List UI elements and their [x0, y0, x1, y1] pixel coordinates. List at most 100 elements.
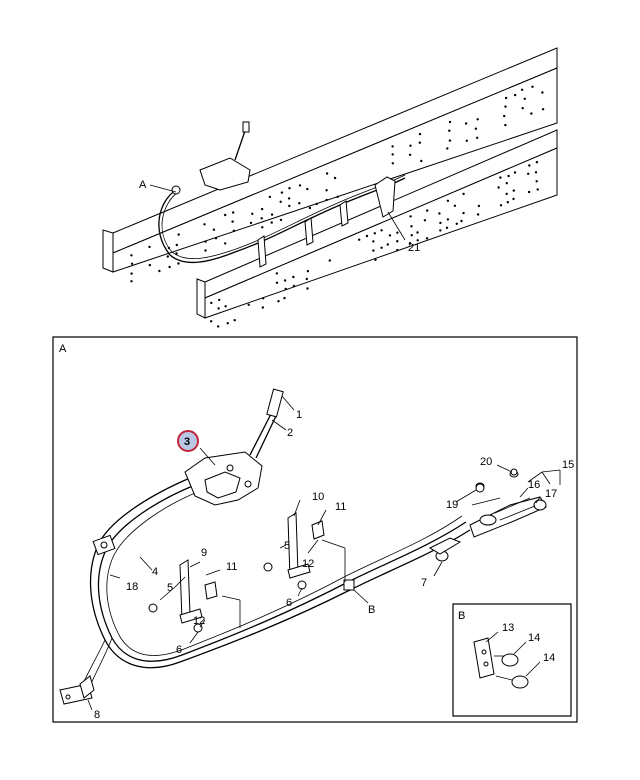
frame-hole	[389, 234, 391, 236]
frame-hole	[512, 198, 514, 200]
frame-hole	[514, 94, 516, 96]
bracket-8	[60, 676, 94, 704]
frame-hole	[447, 218, 449, 220]
frame-hole	[409, 215, 411, 217]
frame-hole	[476, 137, 478, 139]
frame-hole	[541, 91, 543, 93]
frame-hole	[535, 171, 537, 173]
frame-hole	[396, 249, 398, 251]
frame-hole	[271, 221, 273, 223]
label-20: 20	[480, 456, 492, 468]
frame-hole	[374, 259, 376, 261]
frame-hole	[262, 297, 264, 299]
frame-hole	[506, 182, 508, 184]
label-12a: 12	[193, 615, 205, 627]
frame-hole	[131, 263, 133, 265]
frame-hole	[449, 121, 451, 123]
frame-hole	[374, 232, 376, 234]
label-5b: 5	[284, 540, 290, 552]
frame-hole	[210, 302, 212, 304]
frame-hole	[505, 97, 507, 99]
frame-hole	[250, 222, 252, 224]
frame-hole	[203, 223, 205, 225]
frame-hole	[426, 237, 428, 239]
frame-hole	[271, 213, 273, 215]
frame-hole	[284, 279, 286, 281]
label-16: 16	[528, 479, 540, 491]
frame-hole	[411, 234, 413, 236]
frame-hole	[372, 240, 374, 242]
frame-hole	[210, 320, 212, 322]
frame-hole	[462, 193, 464, 195]
label-5a: 5	[167, 582, 173, 594]
frame-hole	[446, 227, 448, 229]
frame-hole	[233, 230, 235, 232]
frame-hole	[392, 153, 394, 155]
frame-hole	[288, 205, 290, 207]
frame-hole	[306, 287, 308, 289]
frame-hole	[530, 112, 532, 114]
callout-a: A	[139, 179, 147, 191]
label-11b: 11	[335, 501, 346, 513]
frame-hole	[204, 240, 206, 242]
frame-hole	[281, 191, 283, 193]
label-14a: 14	[528, 632, 540, 644]
frame-hole	[527, 173, 529, 175]
bolt-nut-hardware	[476, 469, 517, 492]
frame-hole	[261, 208, 263, 210]
frame-hole	[261, 226, 263, 228]
cable-anchor-clamp	[93, 535, 115, 554]
frame-hole	[449, 139, 451, 141]
frame-hole	[167, 255, 169, 257]
frame-hole	[420, 160, 422, 162]
frame-hole	[337, 196, 339, 198]
label-3[interactable]: 3	[184, 436, 190, 448]
frame-hole	[456, 223, 458, 225]
frame-hole	[158, 270, 160, 272]
cable-clips	[344, 538, 460, 590]
frame-hole	[392, 162, 394, 164]
frame-hole	[168, 266, 170, 268]
frame-hole	[410, 225, 412, 227]
frame-hole	[391, 145, 393, 147]
frame-hole	[218, 299, 220, 301]
bracket-10-assembly	[264, 513, 324, 589]
frame-hole	[396, 232, 398, 234]
frame-hole	[521, 89, 523, 91]
overview-frame: A 21	[103, 48, 557, 328]
frame-hole	[536, 161, 538, 163]
frame-hole	[380, 229, 382, 231]
frame-hole	[424, 219, 426, 221]
frame-hole	[528, 164, 530, 166]
frame-hole	[309, 207, 311, 209]
label-12b: 12	[302, 558, 314, 570]
frame-hole	[524, 98, 526, 100]
frame-hole	[446, 147, 448, 149]
main-cable	[80, 478, 470, 690]
frame-hole	[419, 142, 421, 144]
frame-hole	[396, 240, 398, 242]
frame-hole	[224, 305, 226, 307]
frame-hole	[280, 219, 282, 221]
frame-hole	[292, 276, 294, 278]
frame-hole	[372, 249, 374, 251]
frame-hole	[204, 249, 206, 251]
label-13: 13	[502, 622, 514, 634]
frame-hole	[177, 262, 179, 264]
frame-hole	[285, 288, 287, 290]
frame-hole	[454, 205, 456, 207]
frame-hole	[334, 177, 336, 179]
frame-hole	[507, 201, 509, 203]
frame-hole	[460, 220, 462, 222]
frame-hole	[283, 297, 285, 299]
frame-hole	[306, 278, 308, 280]
frame-hole	[542, 108, 544, 110]
callout-21: 21	[408, 242, 420, 254]
frame-hole	[130, 254, 132, 256]
frame-hole	[419, 133, 421, 135]
frame-hole	[288, 187, 290, 189]
frame-hole	[251, 213, 253, 215]
detail-a-labels: 1 2 3 4 5 5 6 6 7 8 9 10 11 11 12 12 15 …	[94, 409, 574, 721]
frame-hole	[503, 115, 505, 117]
